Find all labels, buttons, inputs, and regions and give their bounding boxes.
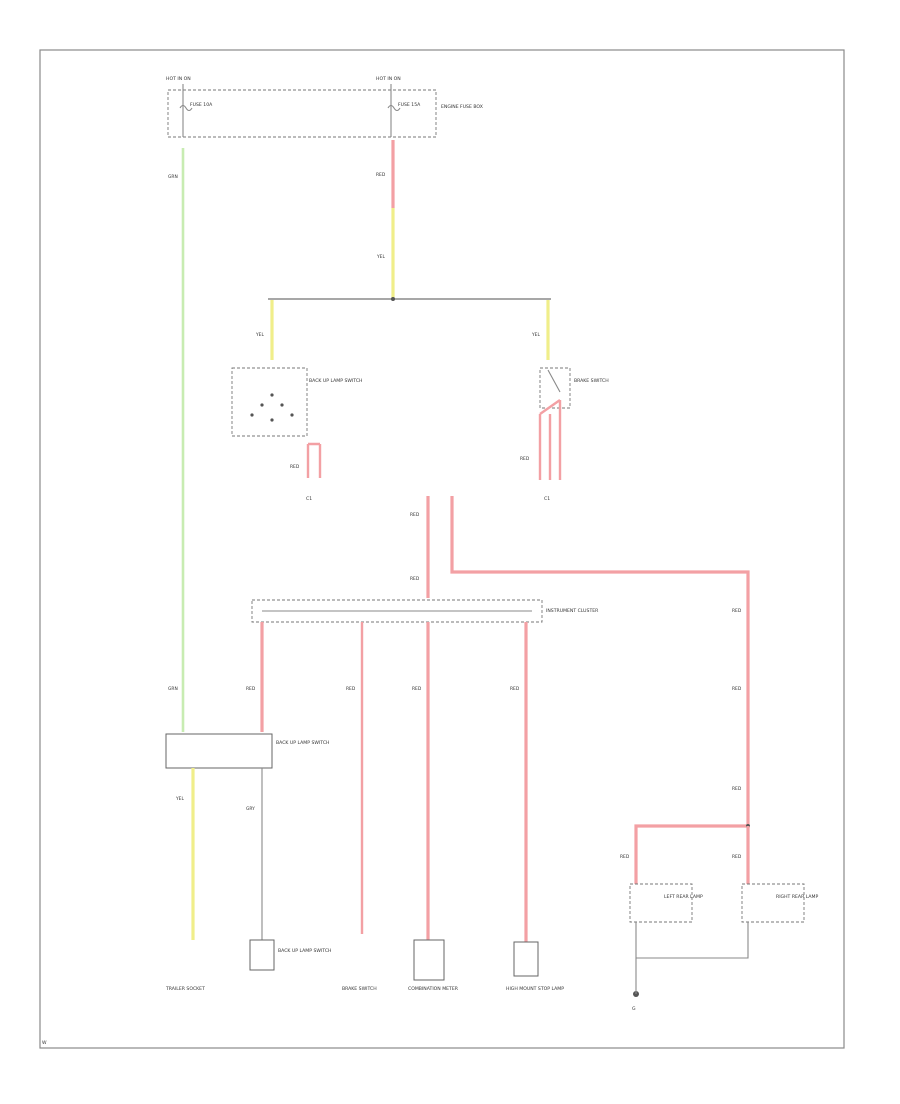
right-red-code-2: RED [732,686,742,692]
junction-out-4-code: RED [510,686,520,692]
central-red-code-2: RED [410,576,420,582]
junction-out-2-code: RED [346,686,356,692]
right-switch-code: RED [520,456,530,462]
red-wire-code-top: RED [376,172,386,178]
fuse-box-outline [167,89,437,138]
right-switch-connector: C1 [544,496,550,502]
high-mount-lamp-label: HIGH MOUNT STOP LAMP [506,986,564,992]
right-rear-lamp-label: RIGHT REAR LAMP [776,894,818,900]
left-switch-outline [231,367,308,437]
rear-lamp-ground-wire [635,922,749,959]
yellow-wire-code-top: YEL [376,254,385,260]
combination-meter-box [413,939,445,981]
right-yellow-code: YEL [531,332,540,338]
central-red-code: RED [410,512,420,518]
trailer-yellow-code: YEL [175,796,184,802]
right-rear-lamp-box [741,883,805,923]
green-wire-code-lower: GRN [168,686,178,692]
hot-run-right-label: HOT IN ON [376,76,401,82]
junction-out-3-code: RED [412,686,422,692]
junction-out-1-code: RED [246,686,256,692]
gray-wire-code: GRY [246,806,255,812]
right-rear-lamp-code: RED [732,854,742,860]
green-wire-code: GRN [168,174,178,180]
right-switch-arm [547,369,561,393]
left-fuse-label: FUSE 10A [190,102,213,108]
left-switch-code: RED [290,464,300,470]
left-switch-connector: C1 [306,496,312,502]
left-switch-red-wires [306,442,322,478]
right-red-feed-wire [450,496,750,826]
left-rear-lamp-feed [634,824,748,884]
instrument-cluster-label: INSTRUMENT CLUSTER [546,608,599,614]
right-switch-red-wires [538,399,562,480]
left-rear-lamp-label: LEFT REAR LAMP [664,894,703,900]
splice-point [391,297,395,301]
right-red-code-3: RED [732,786,742,792]
lower-left-module-label: BACK UP LAMP SWITCH [276,740,330,746]
backup-switch-bottom-label: BACK UP LAMP SWITCH [278,948,332,954]
footer-code: W [42,1040,47,1046]
right-fuse-symbol [387,104,401,112]
brake-switch-label: BRAKE SWITCH [574,378,609,384]
hot-run-left-label: HOT IN ON [166,76,191,82]
diagram-frame [39,49,845,1049]
right-fuse-label: FUSE 15A [398,102,421,108]
left-rear-lamp-box [629,883,693,923]
trailer-socket-label: TRAILER SOCKET [165,986,205,992]
junction-box-outline [251,599,543,623]
high-mount-lamp-box [513,941,539,977]
combination-meter-label: COMBINATION METER [408,986,459,992]
right-switch-outline [539,367,571,409]
lower-left-module [165,733,273,769]
brake-switch-bottom-label: BRAKE SWITCH [342,986,377,992]
left-yellow-code: YEL [255,332,264,338]
left-fuse-symbol [179,104,193,112]
switch-connector [249,939,275,971]
right-red-code-1: RED [732,608,742,614]
left-rear-lamp-code: RED [620,854,630,860]
ground-label: G [632,1006,636,1012]
fuse-box-label: ENGINE FUSE BOX [441,104,483,110]
backup-switch-label: BACK UP LAMP SWITCH [309,378,363,384]
